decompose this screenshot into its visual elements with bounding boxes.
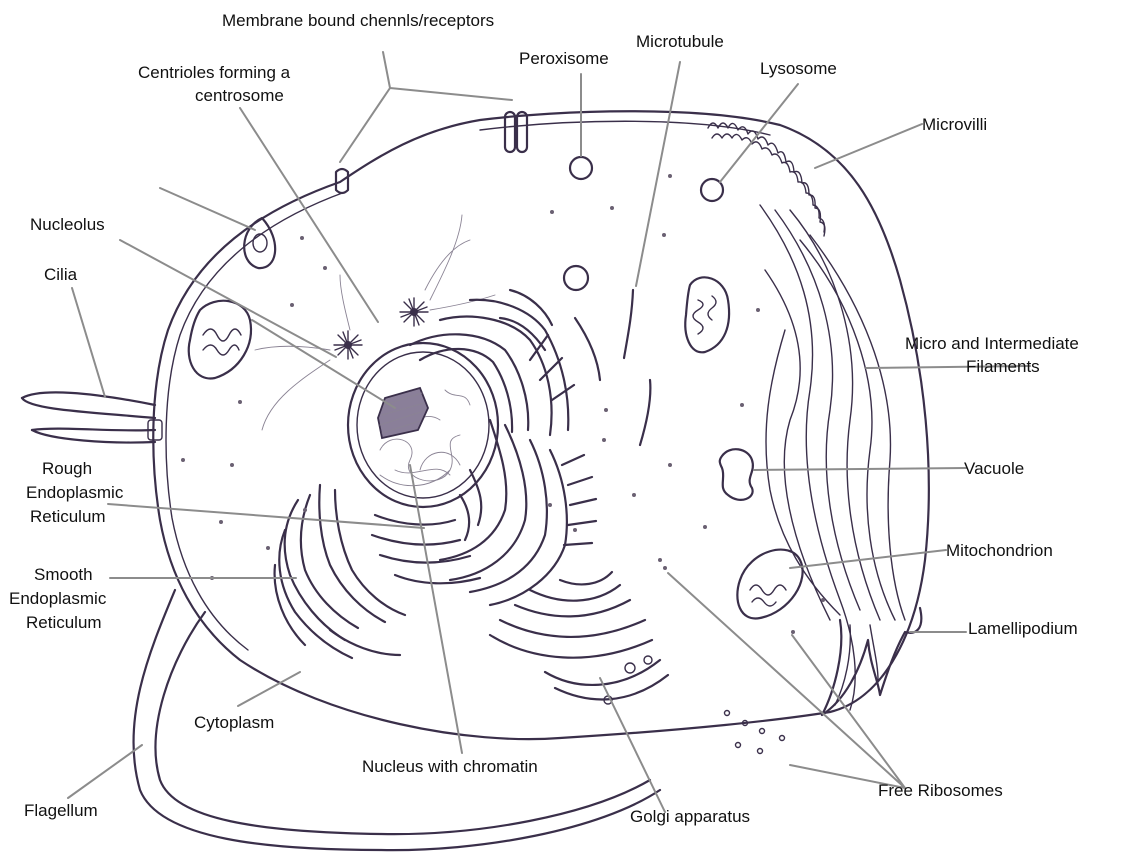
label-flagellum: Flagellum bbox=[24, 801, 98, 820]
vesicle bbox=[564, 266, 588, 290]
centriole-2 bbox=[400, 298, 428, 326]
label-filaments-line2: Filaments bbox=[966, 357, 1040, 376]
label-centrioles-line1: Centrioles forming a bbox=[138, 63, 291, 82]
label-golgi: Golgi apparatus bbox=[630, 807, 750, 826]
label-smooth-er-line3: Reticulum bbox=[26, 613, 102, 632]
microvilli-structure bbox=[708, 123, 825, 236]
label-vacuole: Vacuole bbox=[964, 459, 1024, 478]
lamellipodium-structure bbox=[822, 608, 921, 715]
microtubules bbox=[575, 290, 650, 445]
mitochondrion-left bbox=[189, 301, 251, 379]
label-centrioles-line2: centrosome bbox=[195, 86, 284, 105]
label-mitochondrion: Mitochondrion bbox=[946, 541, 1053, 560]
leader-lines bbox=[68, 52, 1030, 812]
centriole-1 bbox=[334, 331, 362, 359]
label-peroxisome: Peroxisome bbox=[519, 49, 609, 68]
micro-intermediate-filaments bbox=[760, 205, 905, 710]
label-smooth-er-line1: Smooth bbox=[34, 565, 93, 584]
label-microvilli: Microvilli bbox=[922, 115, 987, 134]
label-rough-er-line1: Rough bbox=[42, 459, 92, 478]
mitochondrion-lower bbox=[737, 550, 802, 619]
nucleolus bbox=[378, 388, 428, 438]
label-free-ribosomes: Free Ribosomes bbox=[878, 781, 1003, 800]
label-microtubule: Microtubule bbox=[636, 32, 724, 51]
label-filaments-line1: Micro and Intermediate bbox=[905, 334, 1079, 353]
aster-rays bbox=[255, 215, 495, 430]
vacuole-body bbox=[720, 449, 753, 500]
label-cytoplasm: Cytoplasm bbox=[194, 713, 274, 732]
label-cilia: Cilia bbox=[44, 265, 78, 284]
golgi-apparatus bbox=[490, 572, 668, 704]
smooth-endoplasmic-reticulum bbox=[275, 485, 405, 658]
cilia-structure bbox=[22, 392, 162, 442]
label-rough-er-line3: Reticulum bbox=[30, 507, 106, 526]
mitochondrion-top-right bbox=[685, 277, 729, 352]
label-nucleolus: Nucleolus bbox=[30, 215, 105, 234]
label-lamellipodium: Lamellipodium bbox=[968, 619, 1078, 638]
labels: Membrane bound chennls/receptors Centrio… bbox=[9, 11, 1079, 826]
label-nucleus: Nucleus with chromatin bbox=[362, 757, 538, 776]
rough-endoplasmic-reticulum bbox=[372, 290, 596, 605]
label-lysosome: Lysosome bbox=[760, 59, 837, 78]
label-smooth-er-line2: Endoplasmic bbox=[9, 589, 107, 608]
label-membrane-channels: Membrane bound chennls/receptors bbox=[222, 11, 494, 30]
peroxisome-body bbox=[570, 157, 592, 179]
label-rough-er-line2: Endoplasmic bbox=[26, 483, 124, 502]
membrane-channel-2 bbox=[505, 112, 527, 152]
